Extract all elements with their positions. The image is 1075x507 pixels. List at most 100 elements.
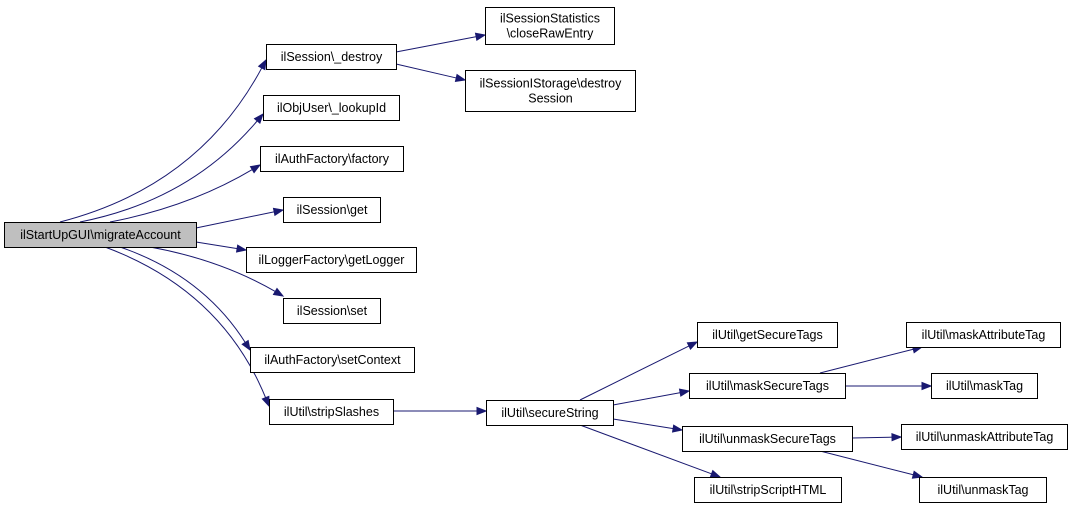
- edge-line: [149, 246, 277, 293]
- arrowhead-icon: [891, 432, 903, 442]
- node-box[interactable]: [697, 322, 838, 348]
- edges-layer: [59, 32, 933, 479]
- node-mask-secure-tags[interactable]: ilUtil\maskSecureTags: [689, 373, 846, 399]
- node-mask-attr-tag[interactable]: ilUtil\maskAttributeTag: [906, 322, 1061, 348]
- node-box[interactable]: [246, 247, 417, 273]
- node-stats-close[interactable]: ilSessionStatistics\closeRawEntry: [485, 7, 615, 45]
- node-box[interactable]: [486, 400, 614, 426]
- edge-line: [579, 424, 713, 475]
- node-unmask-tag[interactable]: ilUtil\unmaskTag: [919, 477, 1047, 503]
- arrowhead-icon: [253, 112, 264, 124]
- edge-unmask_secure_tags-to-unmask_tag: [819, 450, 924, 479]
- node-label: ilUtil\unmaskAttributeTag: [916, 430, 1054, 444]
- node-box[interactable]: [4, 222, 197, 248]
- node-label: ilObjUser\_lookupId: [277, 101, 386, 115]
- node-box[interactable]: [682, 426, 853, 452]
- node-label: ilUtil\stripSlashes: [284, 405, 379, 419]
- node-box[interactable]: [906, 322, 1061, 348]
- node-get-secure-tags[interactable]: ilUtil\getSecureTags: [697, 322, 838, 348]
- edge-session_destroy-to-stats_close: [395, 32, 487, 53]
- node-label: ilUtil\secureString: [501, 406, 598, 420]
- edge-strip_slashes-to-secure_string: [392, 406, 488, 416]
- node-box[interactable]: [919, 477, 1047, 503]
- node-label: ilStartUpGUI\migrateAccount: [20, 228, 181, 242]
- edge-root-to-session_set: [149, 246, 285, 297]
- arrowhead-icon: [261, 395, 270, 408]
- arrowhead-icon: [235, 244, 248, 253]
- node-box[interactable]: [901, 424, 1068, 450]
- edge-root-to-session_destroy: [59, 58, 267, 223]
- node-box[interactable]: [694, 477, 842, 503]
- edge-line: [104, 246, 267, 399]
- node-obj-lookup[interactable]: ilObjUser\_lookupId: [263, 95, 400, 121]
- node-box[interactable]: [269, 399, 394, 425]
- arrowhead-icon: [272, 207, 285, 217]
- node-box[interactable]: [485, 7, 615, 45]
- edge-line: [612, 391, 682, 406]
- node-logger[interactable]: ilLoggerFactory\getLogger: [246, 247, 417, 273]
- node-set-context[interactable]: ilAuthFactory\setContext: [250, 347, 415, 373]
- arrowhead-icon: [678, 388, 691, 397]
- edge-line: [395, 36, 478, 53]
- node-label: ilSession\set: [297, 304, 368, 318]
- node-session-set[interactable]: ilSession\set: [283, 298, 381, 324]
- edge-line: [79, 119, 259, 223]
- node-strip-slashes[interactable]: ilUtil\stripSlashes: [269, 399, 394, 425]
- node-secure-string[interactable]: ilUtil\secureString: [486, 400, 614, 426]
- edge-session_destroy-to-storage_destroy: [395, 63, 467, 82]
- node-box[interactable]: [931, 373, 1038, 399]
- edge-mask_secure_tags-to-mask_tag: [845, 381, 933, 391]
- node-label: ilSession\get: [297, 203, 368, 217]
- edge-mask_secure_tags-to-mask_attr_tag: [819, 345, 924, 374]
- node-session-get[interactable]: ilSession\get: [283, 197, 381, 223]
- node-label: \closeRawEntry: [507, 27, 595, 41]
- node-auth-factory[interactable]: ilAuthFactory\factory: [260, 146, 404, 172]
- edge-root-to-auth_factory: [109, 164, 262, 223]
- arrowhead-icon: [921, 381, 933, 391]
- node-label: ilUtil\unmaskTag: [937, 483, 1028, 497]
- edge-line: [579, 345, 691, 401]
- nodes-layer: ilStartUpGUI\migrateAccount ilSession\_de…: [4, 7, 1068, 503]
- node-unmask-attr-tag[interactable]: ilUtil\unmaskAttributeTag: [901, 424, 1068, 450]
- node-session-destroy[interactable]: ilSession\_destroy: [266, 44, 397, 70]
- node-box[interactable]: [283, 298, 381, 324]
- edge-secure_string-to-mask_secure_tags: [612, 388, 691, 406]
- node-box[interactable]: [465, 70, 636, 112]
- arrowhead-icon: [249, 164, 262, 174]
- node-box[interactable]: [260, 146, 404, 172]
- node-label: ilSessionStatistics: [500, 12, 600, 26]
- node-label: ilLoggerFactory\getLogger: [259, 253, 405, 267]
- arrowhead-icon: [241, 339, 251, 352]
- node-strip-script[interactable]: ilUtil\stripScriptHTML: [694, 477, 842, 503]
- node-label: ilUtil\maskSecureTags: [706, 379, 829, 393]
- arrowhead-icon: [709, 469, 722, 478]
- node-unmask-secure-tags[interactable]: ilUtil\unmaskSecureTags: [682, 426, 853, 452]
- node-label: ilUtil\getSecureTags: [712, 328, 822, 342]
- node-box[interactable]: [283, 197, 381, 223]
- edge-line: [119, 246, 247, 344]
- node-box[interactable]: [250, 347, 415, 373]
- node-root[interactable]: ilStartUpGUI\migrateAccount: [4, 222, 197, 248]
- node-label: ilUtil\maskTag: [946, 379, 1023, 393]
- node-box[interactable]: [689, 373, 846, 399]
- edge-line: [819, 348, 915, 374]
- edge-secure_string-to-strip_script: [579, 424, 722, 478]
- edge-root-to-strip_slashes: [104, 246, 270, 408]
- arrowhead-icon: [686, 341, 699, 351]
- arrowhead-icon: [671, 424, 684, 433]
- edge-line: [109, 168, 254, 223]
- node-label: ilAuthFactory\setContext: [264, 353, 401, 367]
- edge-root-to-logger: [195, 241, 248, 253]
- node-box[interactable]: [263, 95, 400, 121]
- node-label: ilSessionIStorage\destroy: [480, 77, 622, 91]
- node-mask-tag[interactable]: ilUtil\maskTag: [931, 373, 1038, 399]
- edge-root-to-session_get: [195, 207, 285, 229]
- node-box[interactable]: [266, 44, 397, 70]
- arrowhead-icon: [257, 58, 267, 71]
- edge-line: [195, 211, 276, 229]
- arrowhead-icon: [272, 287, 285, 297]
- edge-line: [395, 63, 458, 79]
- edge-secure_string-to-get_secure_tags: [579, 341, 699, 401]
